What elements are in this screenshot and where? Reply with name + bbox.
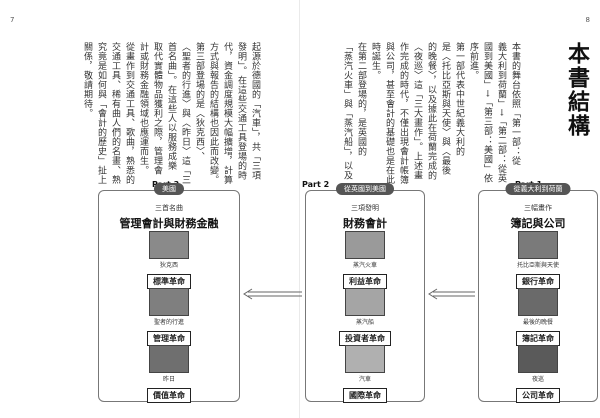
right-page-text: 本書的舞台依照「第一部：從義大利到荷蘭」→「第二部：從英國到美國」→「第三部：美… [340,42,522,238]
book-spine [299,0,300,418]
text-column: 發明」。在這些交通工具登場的時 [236,42,246,180]
part-2-item: 蒸汽船 投資者革命 [306,288,424,346]
text-column: 與公司，甚至會計的基礎也是在此 [384,42,394,185]
revolution-label: 價值革命 [147,388,191,403]
painting-thumbnail [518,288,558,316]
text-column: 取代實體物品獲利之際，管理會 [152,42,162,175]
text-column: 的晚餐〉，以及據此在荷蘭完成的 [426,42,436,180]
part-2-subtitle: 三項發明 [351,204,379,212]
text-column: 代，資金調度規模大幅擴增，計算 [222,42,232,185]
revolution-label: 標準革命 [147,274,191,289]
flow-arrow-icon [428,288,475,300]
part-1-card: 從義大利到荷蘭 三幅畫作 簿記與公司 托比亞斯與天使 銀行革命 最後的晚餐 簿記… [478,183,598,403]
item-caption: 托比亞斯與天使 [516,262,559,269]
text-column: 關係，敬請期待。 [82,42,92,118]
text-column: 方式與報告的結構也因此而改變。 [208,42,218,185]
text-column: 本書的舞台依照「第一部：從 [510,42,520,166]
text-column: 序前進。 [468,42,478,80]
item-caption: 夜巡 [531,376,544,383]
text-column: 究竟是如何與「會計的歷史」扯上 [96,42,106,185]
music-thumbnail [149,288,189,316]
text-column: 時誕生。 [370,42,380,80]
text-column: 國到美國」→「第三部：美國」依 [482,42,492,184]
text-column: 「蒸汽火車」與「蒸汽船」，以及 [342,42,352,180]
text-column: 起源於德國的「汽車」，共「三項 [250,42,260,180]
music-thumbnail [149,231,189,259]
page-number-right: 8 [585,16,590,24]
revolution-label: 管理革命 [147,331,191,346]
item-caption: 昨日 [162,376,175,383]
revolution-label: 國際革命 [343,388,387,403]
text-column: 義大利到荷蘭」→「第二部：從英 [496,42,506,184]
part-1-item: 托比亞斯與天使 銀行革命 [479,231,597,289]
revolution-label: 公司革命 [516,388,560,403]
steam-train-thumbnail [345,231,385,259]
item-caption: 狄克西 [159,262,178,269]
item-caption: 蒸汽船 [355,319,374,326]
part-3-title: 管理會計與財務金融 [119,217,219,230]
part-2-item: 汽車 國際革命 [306,345,424,403]
text-column: 從畫作到交通工具、歌曲，熟悉的 [124,42,134,185]
text-column: 首名曲」。在這些人以服務成樂 [166,42,176,171]
painting-thumbnail [518,231,558,259]
part-3-item: 昨日 價值革命 [99,345,239,403]
text-column: 作完成的時代，不僅出現會計帳簿 [398,42,408,185]
item-caption: 聖者的行進 [153,319,184,326]
flow-arrow-icon [243,288,302,300]
text-column: 第三部登場的是〈狄克西〉、 [194,42,204,161]
item-caption: 最後的晚餐 [522,319,553,326]
part-2-card: 從英國到美國 三項發明 財務會計 蒸汽火車 利益革命 蒸汽船 投資者革命 汽車 … [305,183,425,403]
text-column: 第一部代表中世紀義大利的 [454,42,464,156]
part-2-region-pill: 從英國到美國 [336,183,394,195]
chapter-title: 本書結構 [564,42,589,138]
page-number-left: 7 [10,16,15,24]
part-3-item: 聖者的行進 管理革命 [99,288,239,346]
part-1-item: 夜巡 公司革命 [479,345,597,403]
steamship-thumbnail [345,288,385,316]
revolution-label: 投資者革命 [339,331,391,346]
text-column: 〈聖者的行進〉與〈昨日〉這「三 [180,42,190,185]
painting-thumbnail [518,345,558,373]
revolution-label: 銀行革命 [516,274,560,289]
part-1-title: 簿記與公司 [510,217,566,230]
left-page-text: 起源於德國的「汽車」，共「三項發明」。在這些交通工具登場的時代，資金調度規模大幅… [80,42,262,248]
text-column: 交通工具、稀有曲人們的名畫、熟 [110,42,120,185]
item-caption: 蒸汽火車 [352,262,377,269]
music-thumbnail [149,345,189,373]
text-column: 是〈托比亞斯與天使〉與〈最後 [440,42,450,175]
revolution-label: 利益革命 [343,274,387,289]
part-3-region-pill: 美國 [154,183,184,195]
part-3-card: 美國 三首名曲 管理會計與財務金融 狄克西 標準革命 聖者的行進 管理革命 昨日… [98,183,240,403]
part-2-label: Part 2 [302,180,330,189]
part-1-region-pill: 從義大利到荷蘭 [505,183,571,195]
text-column: 計或財務金融領域也應運而生。 [138,42,148,175]
part-2-item: 蒸汽火車 利益革命 [306,231,424,289]
text-column: 在第二部登場的，是英國的 [356,42,366,156]
part-3-subtitle: 三首名曲 [155,204,183,212]
part-3-item: 狄克西 標準革命 [99,231,239,289]
part-1-subtitle: 三幅畫作 [524,204,552,212]
part-2-title: 財務會計 [343,217,387,230]
revolution-label: 簿記革命 [516,331,560,346]
item-caption: 汽車 [358,376,371,383]
car-thumbnail [345,345,385,373]
part-1-item: 最後的晚餐 簿記革命 [479,288,597,346]
text-column: 〈夜巡〉這「三大畫作」。上述畫 [412,42,422,180]
